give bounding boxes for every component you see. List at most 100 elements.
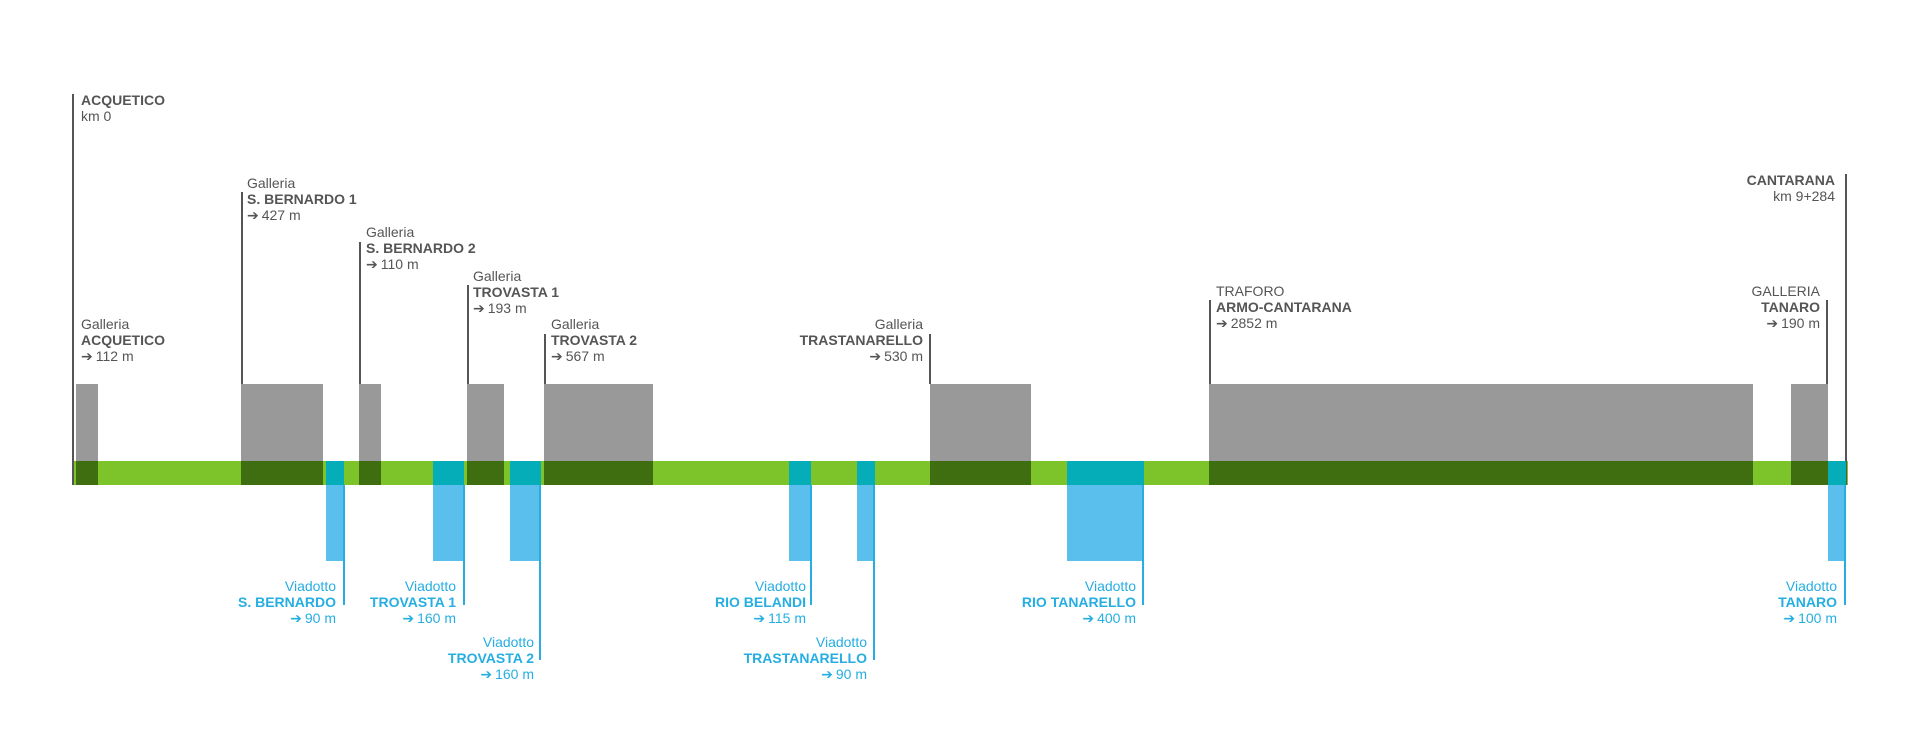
- tunnel-armo-cantarana-label: TRAFORO ARMO-CANTARANA ➔2852 m: [1216, 283, 1352, 331]
- viaduct-length: 90 m: [304, 610, 336, 626]
- tunnel-acquetico-block: [76, 384, 98, 461]
- tunnel-length: 190 m: [1781, 315, 1820, 331]
- tunnel-s-bernardo-1-line: [241, 192, 243, 384]
- viaduct-trovasta-1-line: [463, 485, 465, 605]
- viaduct-rio-belandi-block: [789, 485, 811, 561]
- viaduct-kind: Viadotto: [754, 578, 806, 594]
- viaduct-trovasta-1-road: [433, 461, 464, 485]
- viaduct-name: RIO TANARELLO: [1021, 594, 1136, 610]
- viaduct-trastanarello-label: Viadotto TRASTANARELLO ➔90 m: [744, 634, 867, 682]
- viaduct-rio-tanarello-road: [1067, 461, 1144, 485]
- arrow-right-icon: ➔: [402, 610, 415, 626]
- end-km: km 9+284: [1773, 188, 1835, 204]
- tunnel-name: TANARO: [1761, 299, 1820, 315]
- tunnel-trovasta-1-label: Galleria TROVASTA 1 ➔193 m: [473, 268, 559, 316]
- viaduct-length: 100 m: [1798, 610, 1837, 626]
- tunnel-s-bernardo-2-label: Galleria S. BERNARDO 2 ➔110 m: [366, 224, 476, 272]
- tunnel-name: S. BERNARDO 2: [366, 240, 476, 256]
- tunnel-trovasta-2-block: [544, 384, 653, 461]
- tunnel-trovasta-2-road: [544, 461, 653, 485]
- tunnel-s-bernardo-2-block: [359, 384, 381, 461]
- tunnel-name: ACQUETICO: [81, 332, 165, 348]
- arrow-right-icon: ➔: [1766, 315, 1779, 331]
- tunnel-armo-cantarana-line: [1209, 300, 1211, 384]
- tunnel-tanaro-road: [1791, 461, 1828, 485]
- arrow-right-icon: ➔: [366, 256, 378, 272]
- start-marker-line: [72, 94, 74, 485]
- arrow-right-icon: ➔: [473, 300, 485, 316]
- viaduct-tanaro-line: [1844, 485, 1846, 605]
- viaduct-rio-belandi-label: Viadotto RIO BELANDI ➔115 m: [715, 578, 806, 626]
- viaduct-kind: Viadotto: [284, 578, 336, 594]
- arrow-right-icon: ➔: [1783, 610, 1796, 626]
- arrow-right-icon: ➔: [247, 207, 259, 223]
- tunnel-tanaro-block: [1791, 384, 1828, 461]
- viaduct-trovasta-2-label: Viadotto TROVASTA 2 ➔160 m: [448, 634, 534, 682]
- tunnel-s-bernardo-2-road: [359, 461, 381, 485]
- viaduct-trovasta-2-road: [510, 461, 541, 485]
- viaduct-length: 400 m: [1097, 610, 1136, 626]
- viaduct-trovasta-1-label: Viadotto TROVASTA 1 ➔160 m: [370, 578, 456, 626]
- end-marker-line: [1845, 174, 1847, 485]
- start-km: km 0: [81, 108, 112, 124]
- tunnel-trovasta-2-line: [544, 334, 546, 384]
- viaduct-name: TANARO: [1778, 594, 1837, 610]
- tunnel-name: TROVASTA 1: [473, 284, 560, 300]
- tunnel-name: ARMO-CANTARANA: [1216, 299, 1352, 315]
- viaduct-length: 160 m: [495, 666, 534, 682]
- tunnel-trastanarello-line: [929, 334, 931, 384]
- tunnel-trastanarello-label: Galleria TRASTANARELLO ➔530 m: [800, 316, 923, 364]
- viaduct-kind: Viadotto: [404, 578, 456, 594]
- viaduct-rio-belandi-road: [789, 461, 811, 485]
- viaduct-name: TRASTANARELLO: [743, 650, 867, 666]
- arrow-right-icon: ➔: [821, 666, 833, 682]
- tunnel-armo-cantarana-road: [1209, 461, 1753, 485]
- viaduct-trastanarello-road: [857, 461, 875, 485]
- tunnel-tanaro-label: GALLERIA TANARO ➔190 m: [1752, 283, 1820, 331]
- viaduct-tanaro-road: [1828, 461, 1846, 485]
- arrow-right-icon: ➔: [480, 666, 493, 682]
- tunnel-name: S. BERNARDO 1: [247, 191, 357, 207]
- tunnel-armo-cantarana-block: [1209, 384, 1753, 461]
- tunnel-length: 2852 m: [1230, 315, 1278, 331]
- viaduct-length: 90 m: [835, 666, 867, 682]
- tunnel-trovasta-1-line: [467, 285, 469, 384]
- tunnel-trovasta-2-label: Galleria TROVASTA 2 ➔567 m: [551, 316, 637, 364]
- viaduct-name: TROVASTA 1: [369, 594, 456, 610]
- tunnel-trastanarello-block: [930, 384, 1031, 461]
- arrow-right-icon: ➔: [753, 610, 766, 626]
- viaduct-length: 115 m: [768, 610, 806, 626]
- viaduct-s-bernardo-road: [326, 461, 344, 485]
- tunnel-trovasta-1-road: [467, 461, 504, 485]
- viaduct-name: S. BERNARDO: [237, 594, 336, 610]
- viaduct-kind: Viadotto: [815, 634, 867, 650]
- tunnel-trastanarello-road: [930, 461, 1031, 485]
- viaduct-rio-tanarello-label: Viadotto RIO TANARELLO ➔400 m: [1022, 578, 1136, 626]
- tunnel-kind: Galleria: [551, 316, 600, 332]
- viaduct-trovasta-2-block: [510, 485, 541, 561]
- tunnel-trovasta-1-block: [467, 384, 504, 461]
- viaduct-rio-tanarello-line: [1142, 485, 1144, 605]
- viaduct-name: RIO BELANDI: [715, 594, 806, 610]
- arrow-right-icon: ➔: [1216, 315, 1228, 331]
- viaduct-trovasta-1-block: [433, 485, 464, 561]
- tunnel-length: 530 m: [884, 348, 923, 364]
- viaduct-trastanarello-line: [873, 485, 875, 660]
- viaduct-rio-tanarello-block: [1067, 485, 1144, 561]
- viaduct-tanaro-label: Viadotto TANARO ➔100 m: [1778, 578, 1837, 626]
- arrow-right-icon: ➔: [551, 348, 563, 364]
- viaduct-length: 160 m: [417, 610, 456, 626]
- tunnel-name: TROVASTA 2: [551, 332, 638, 348]
- tunnel-length: 193 m: [487, 300, 527, 316]
- tunnel-kind: TRAFORO: [1216, 283, 1285, 299]
- tunnel-kind: Galleria: [81, 316, 130, 332]
- viaduct-s-bernardo-line: [343, 485, 345, 605]
- arrow-right-icon: ➔: [1082, 610, 1095, 626]
- start-name: ACQUETICO: [81, 92, 165, 108]
- tunnel-acquetico-road: [76, 461, 98, 485]
- viaduct-kind: Viadotto: [482, 634, 534, 650]
- viaduct-tanaro-block: [1828, 485, 1846, 561]
- tunnel-kind: Galleria: [366, 224, 415, 240]
- viaduct-trovasta-2-line: [539, 485, 541, 660]
